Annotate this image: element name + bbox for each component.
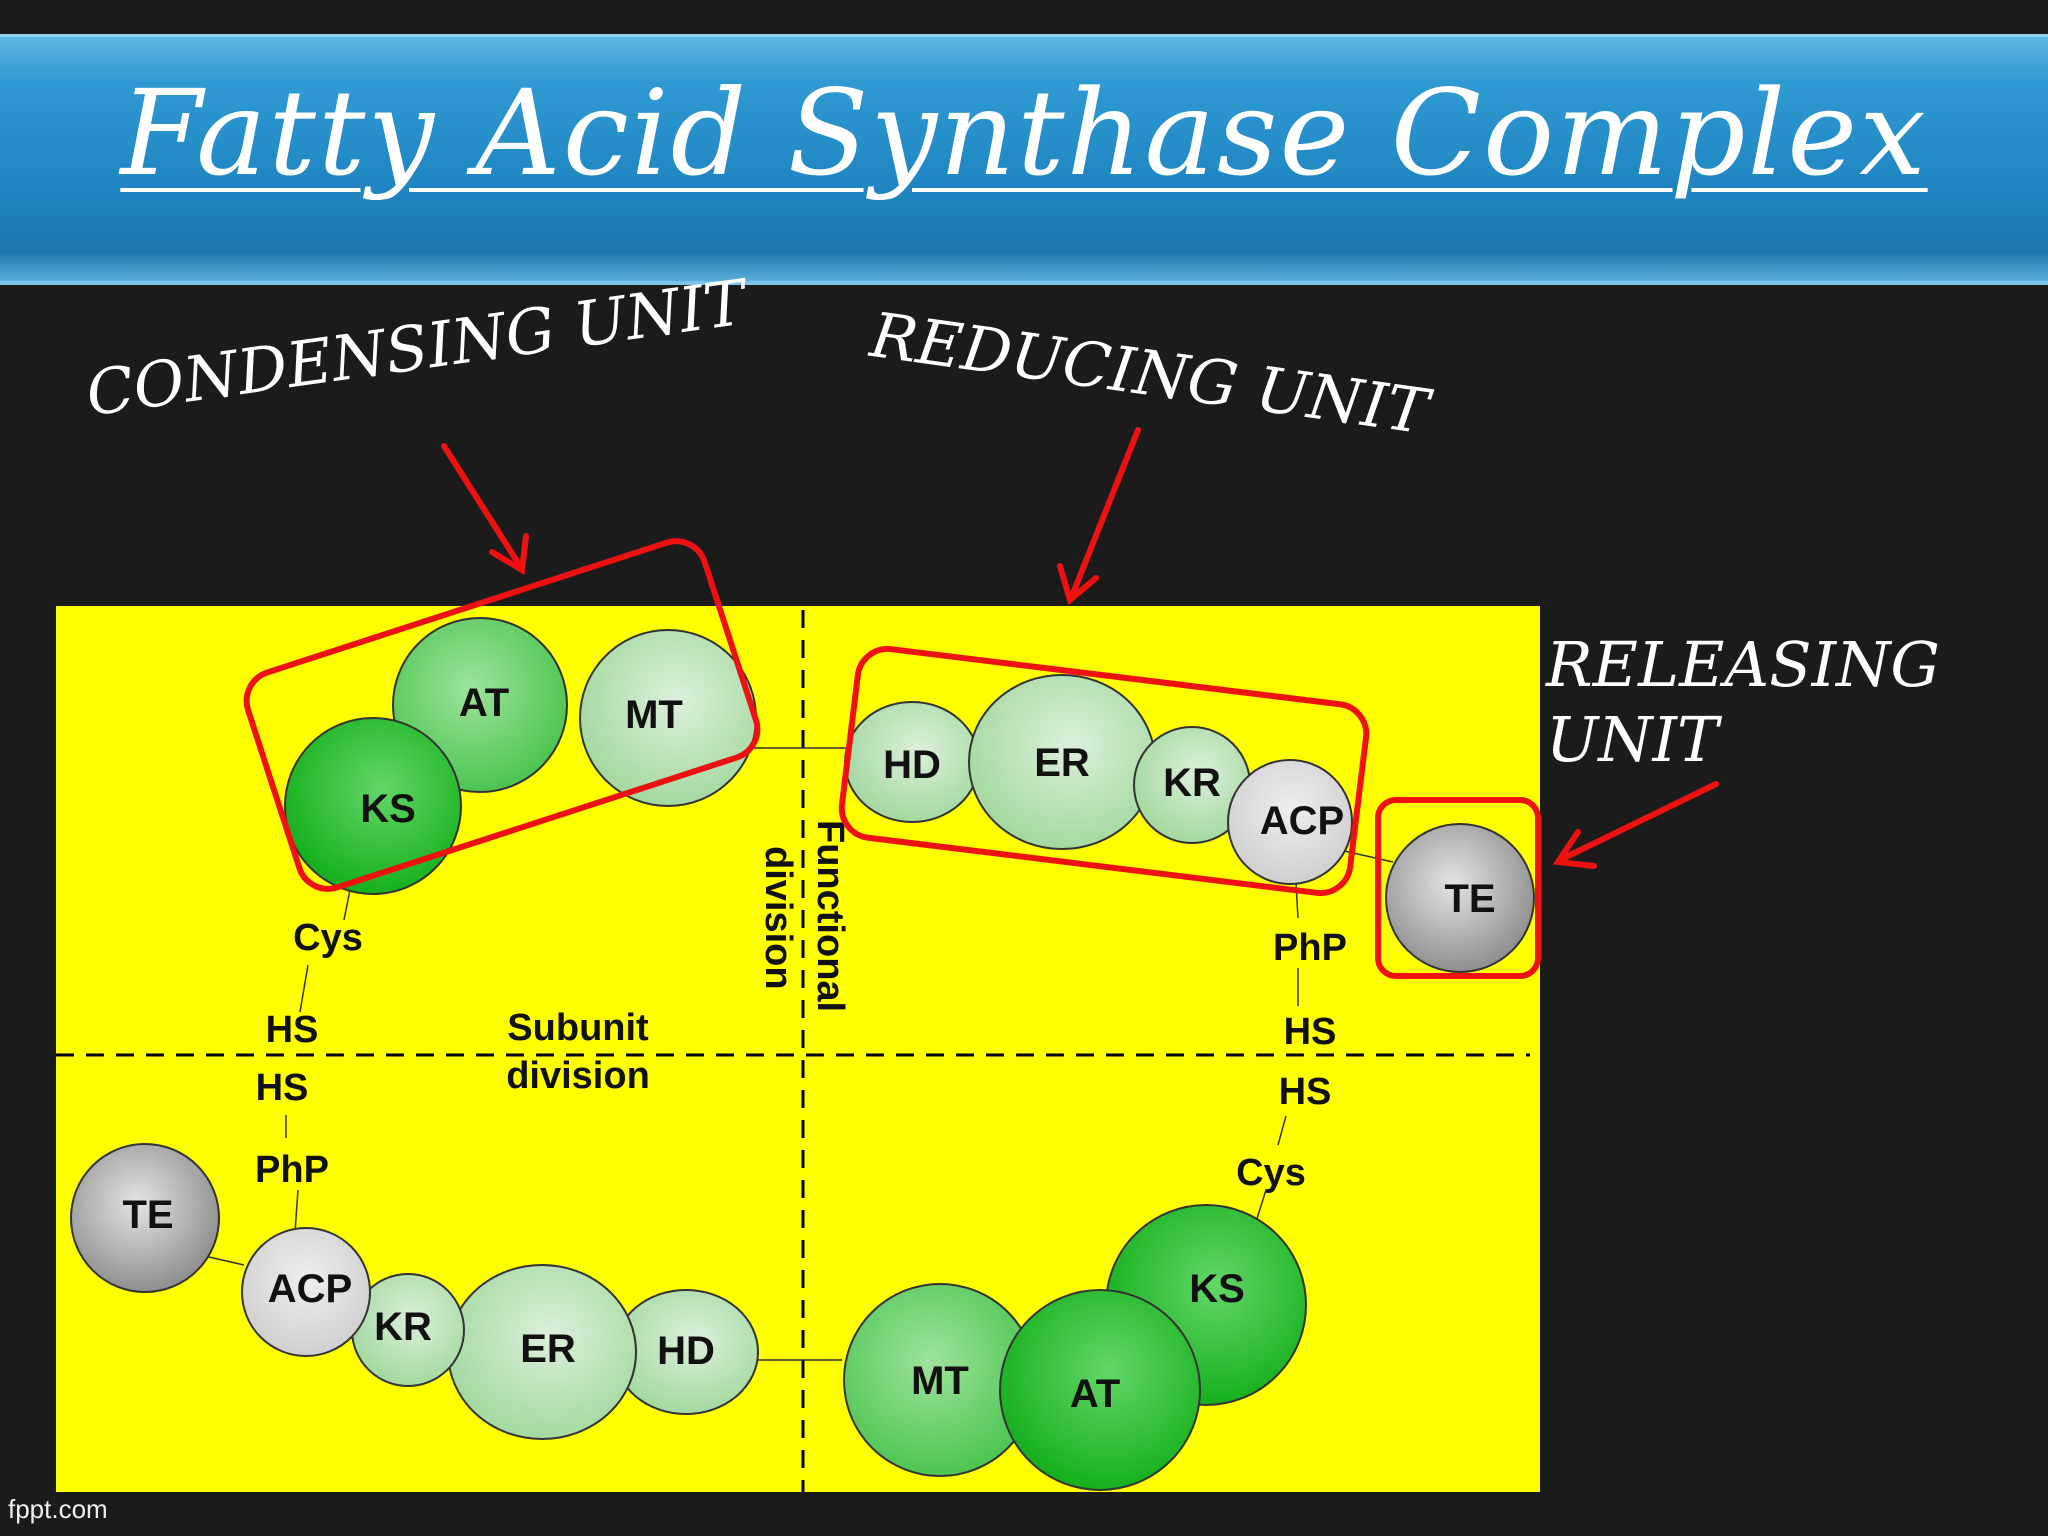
ks-domain-top bbox=[284, 717, 462, 895]
domain-labels: AT MT KS HD ER KR ACP TE TE ACP KR ER HD… bbox=[122, 681, 1495, 1416]
hs-label-top-left: HS bbox=[266, 1009, 319, 1051]
ks-label-bottom: KS bbox=[1189, 1267, 1245, 1311]
pointer-arrows bbox=[441, 427, 1719, 869]
reducing-unit-box bbox=[838, 645, 1370, 897]
subunit-division-label-line1: Subunit bbox=[507, 1007, 649, 1049]
hs-label-top-right: HS bbox=[1284, 1011, 1337, 1053]
highlight-boxes bbox=[243, 538, 1541, 979]
division-labels: Subunit division Functional division bbox=[506, 820, 851, 1097]
at-domain-bottom bbox=[999, 1289, 1201, 1491]
functional-division-label-line1: Functional bbox=[809, 820, 851, 1012]
condensing-arrow bbox=[441, 443, 523, 569]
title-bar bbox=[0, 34, 2048, 285]
subunit-division-label-line2: division bbox=[506, 1055, 650, 1097]
releasing-unit-box bbox=[1375, 797, 1541, 979]
te-domain-bottom bbox=[70, 1143, 220, 1293]
page-title: Fatty Acid Synthase Complex bbox=[120, 64, 1928, 202]
linker-labels: Cys HS HS PhP PhP HS HS Cys bbox=[255, 917, 1347, 1194]
ks-label-top: KS bbox=[360, 787, 416, 831]
hs-label-bottom-right: HS bbox=[1279, 1071, 1332, 1113]
releasing-arrow bbox=[1557, 781, 1719, 863]
releasing-unit-label-line1: RELEASING bbox=[1546, 628, 1940, 701]
cys-label-top-left: Cys bbox=[293, 917, 363, 959]
hd-label-bottom: HD bbox=[657, 1329, 715, 1373]
kr-label-top: KR bbox=[1163, 761, 1221, 805]
footer-watermark: fppt.com bbox=[8, 1494, 108, 1524]
te-label-top: TE bbox=[1444, 877, 1495, 921]
te-label-bottom: TE bbox=[122, 1193, 173, 1237]
hs-label-bottom-left: HS bbox=[256, 1067, 309, 1109]
te-domain-top bbox=[1385, 823, 1535, 973]
releasing-unit-label-line2: UNIT bbox=[1546, 703, 1719, 776]
condensing-unit-box bbox=[243, 538, 761, 892]
php-label-bottom-left: PhP bbox=[255, 1149, 329, 1191]
kr-label-bottom: KR bbox=[374, 1305, 432, 1349]
er-label-top: ER bbox=[1034, 741, 1090, 785]
er-label-bottom: ER bbox=[520, 1327, 576, 1371]
acp-domain-top bbox=[1227, 759, 1353, 885]
acp-label-bottom: ACP bbox=[268, 1267, 352, 1311]
hd-label-top: HD bbox=[883, 743, 941, 787]
mt-label-bottom: MT bbox=[911, 1359, 969, 1403]
reducing-arrow bbox=[1069, 427, 1141, 599]
at-label-bottom: AT bbox=[1070, 1372, 1120, 1416]
mt-label-top: MT bbox=[625, 693, 683, 737]
acp-domain-bottom bbox=[241, 1227, 371, 1357]
php-label-top-right: PhP bbox=[1273, 927, 1347, 969]
functional-division-label-line2: division bbox=[757, 846, 799, 990]
acp-label-top: ACP bbox=[1260, 799, 1344, 843]
at-label-top: AT bbox=[459, 681, 509, 725]
cys-label-bottom-right: Cys bbox=[1236, 1152, 1306, 1194]
